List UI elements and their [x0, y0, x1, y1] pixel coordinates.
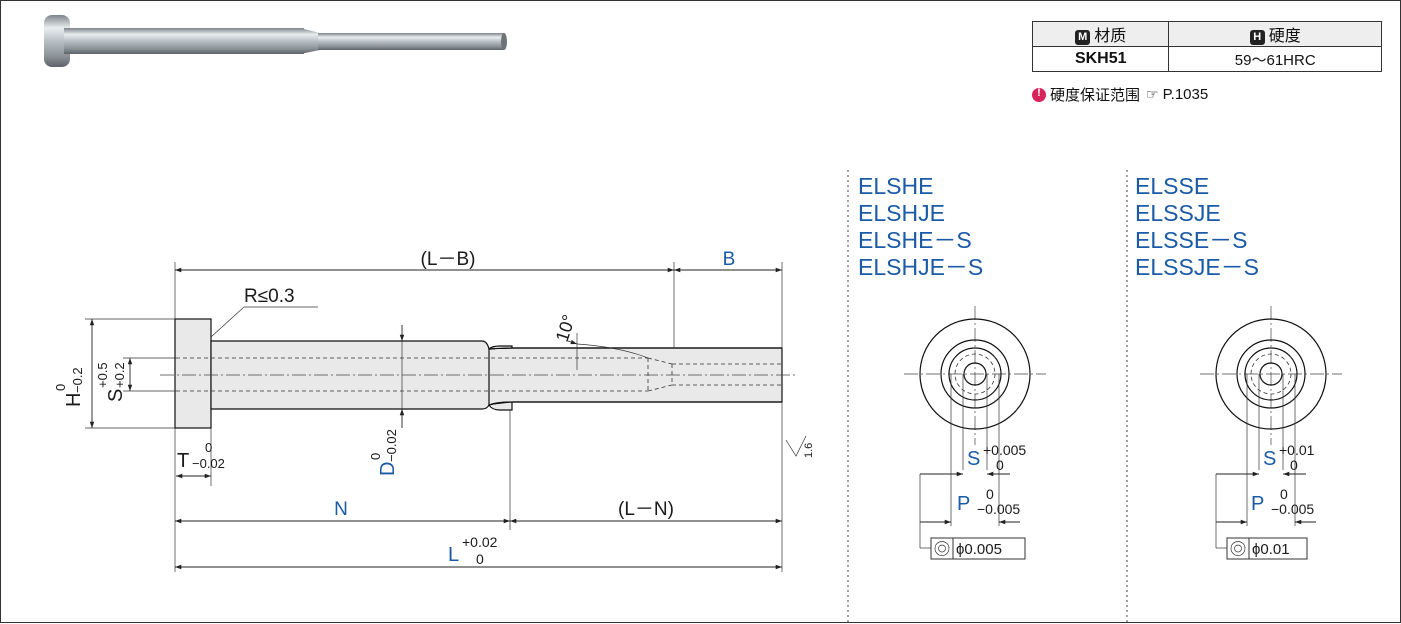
variant-right-s-lower: 0 [1290, 457, 1298, 473]
variant-left-concentricity: ϕ0.005 [956, 541, 1002, 558]
product-photo [44, 15, 507, 67]
dim-b: B [723, 249, 736, 270]
variant-left-end-view [904, 306, 1046, 560]
pointing-hand-icon: ☞ [1146, 86, 1158, 102]
dim-s-lower: +0.2 [112, 362, 127, 388]
dim-l-minus-b: (L－B) [421, 249, 476, 270]
material-value: SKH51 [1031, 46, 1170, 72]
variant-right-p-upper: 0 [1280, 486, 1288, 502]
dim-l-lower: 0 [476, 551, 484, 567]
pin-head [174, 318, 212, 429]
dim-t-lower: −0.02 [192, 456, 225, 471]
variant-right-name-3: ELSSE－S [1135, 227, 1248, 253]
warning-pin-icon [1032, 87, 1046, 102]
dim-radius: R≤0.3 [244, 286, 295, 307]
concentricity-icon [934, 541, 950, 556]
hardness-note: 硬度保证范围 ☞ P.1035 [1032, 84, 1208, 105]
material-header: 材质 [1094, 28, 1127, 45]
variant-right-p-lower: −0.005 [1271, 501, 1314, 517]
variant-left-name-2: ELSHJE [858, 200, 945, 226]
variant-right: ELSSE ELSSJE ELSSE－S ELSSJE－S [1135, 173, 1342, 560]
dim-t-label: T [177, 450, 189, 472]
pin-dimension-labels: (L－B) B R≤0.3 10° H 0 −0.2 S +0.5 +0.2 T… [53, 249, 815, 567]
dim-roughness: 1.6 [803, 443, 815, 458]
hardness-page-ref[interactable]: P.1035 [1162, 86, 1209, 103]
dim-t-upper: 0 [205, 440, 212, 455]
variant-right-s-label: S [1263, 448, 1276, 470]
dim-d-label: D [377, 462, 399, 476]
variant-left-p-label: P [957, 493, 970, 515]
spec-table-row: SKH51 59～61HRC [1031, 46, 1382, 72]
dim-d-upper: 0 [368, 453, 383, 460]
dim-n: N [334, 499, 348, 520]
variant-right-name-4: ELSSJE－S [1135, 254, 1259, 280]
variant-left-name-1: ELSHE [858, 173, 933, 199]
variant-left-s-lower: 0 [996, 457, 1004, 473]
concentricity-icon [1230, 541, 1246, 556]
variant-right-concentricity: ϕ0.01 [1252, 541, 1290, 558]
pin-body [210, 340, 513, 411]
variant-left-name-3: ELSHE－S [858, 227, 972, 253]
dim-h-lower: −0.2 [70, 367, 85, 393]
material-badge-icon: M [1075, 30, 1091, 45]
dim-l-label: L [448, 544, 459, 566]
dim-s-label: S [105, 389, 127, 402]
hardness-note-text: 硬度保证范围 [1050, 87, 1141, 104]
dim-s-upper: +0.5 [95, 362, 110, 388]
variant-right-name-1: ELSSE [1135, 173, 1209, 199]
dim-angle: 10° [552, 312, 579, 344]
variant-right-p-label: P [1251, 493, 1264, 515]
dim-l-upper: +0.02 [462, 534, 498, 550]
variant-left-s-label: S [967, 448, 980, 470]
hardness-value: 59～61HRC [1168, 46, 1382, 72]
pin-tip [488, 347, 783, 406]
dim-h-upper: 0 [53, 384, 68, 391]
variant-right-s-upper: +0.01 [1279, 442, 1315, 458]
variant-left: ELSHE ELSHJE ELSHE－S ELSHJE－S [858, 173, 1046, 560]
hardness-badge-icon: H [1249, 30, 1265, 45]
dim-h-label: H [63, 393, 85, 407]
dim-d-lower: −0.02 [384, 429, 399, 462]
hardness-header: 硬度 [1268, 28, 1301, 45]
variant-left-p-upper: 0 [986, 486, 994, 502]
variant-right-name-2: ELSSJE [1135, 200, 1221, 226]
dim-l-minus-n: (L－N) [618, 499, 674, 520]
pin-drawing [85, 262, 807, 572]
variant-left-p-lower: −0.005 [977, 501, 1020, 517]
variant-left-s-upper: +0.005 [983, 442, 1026, 458]
variant-left-name-4: ELSHJE－S [858, 254, 983, 280]
variant-right-end-view [1200, 306, 1342, 560]
